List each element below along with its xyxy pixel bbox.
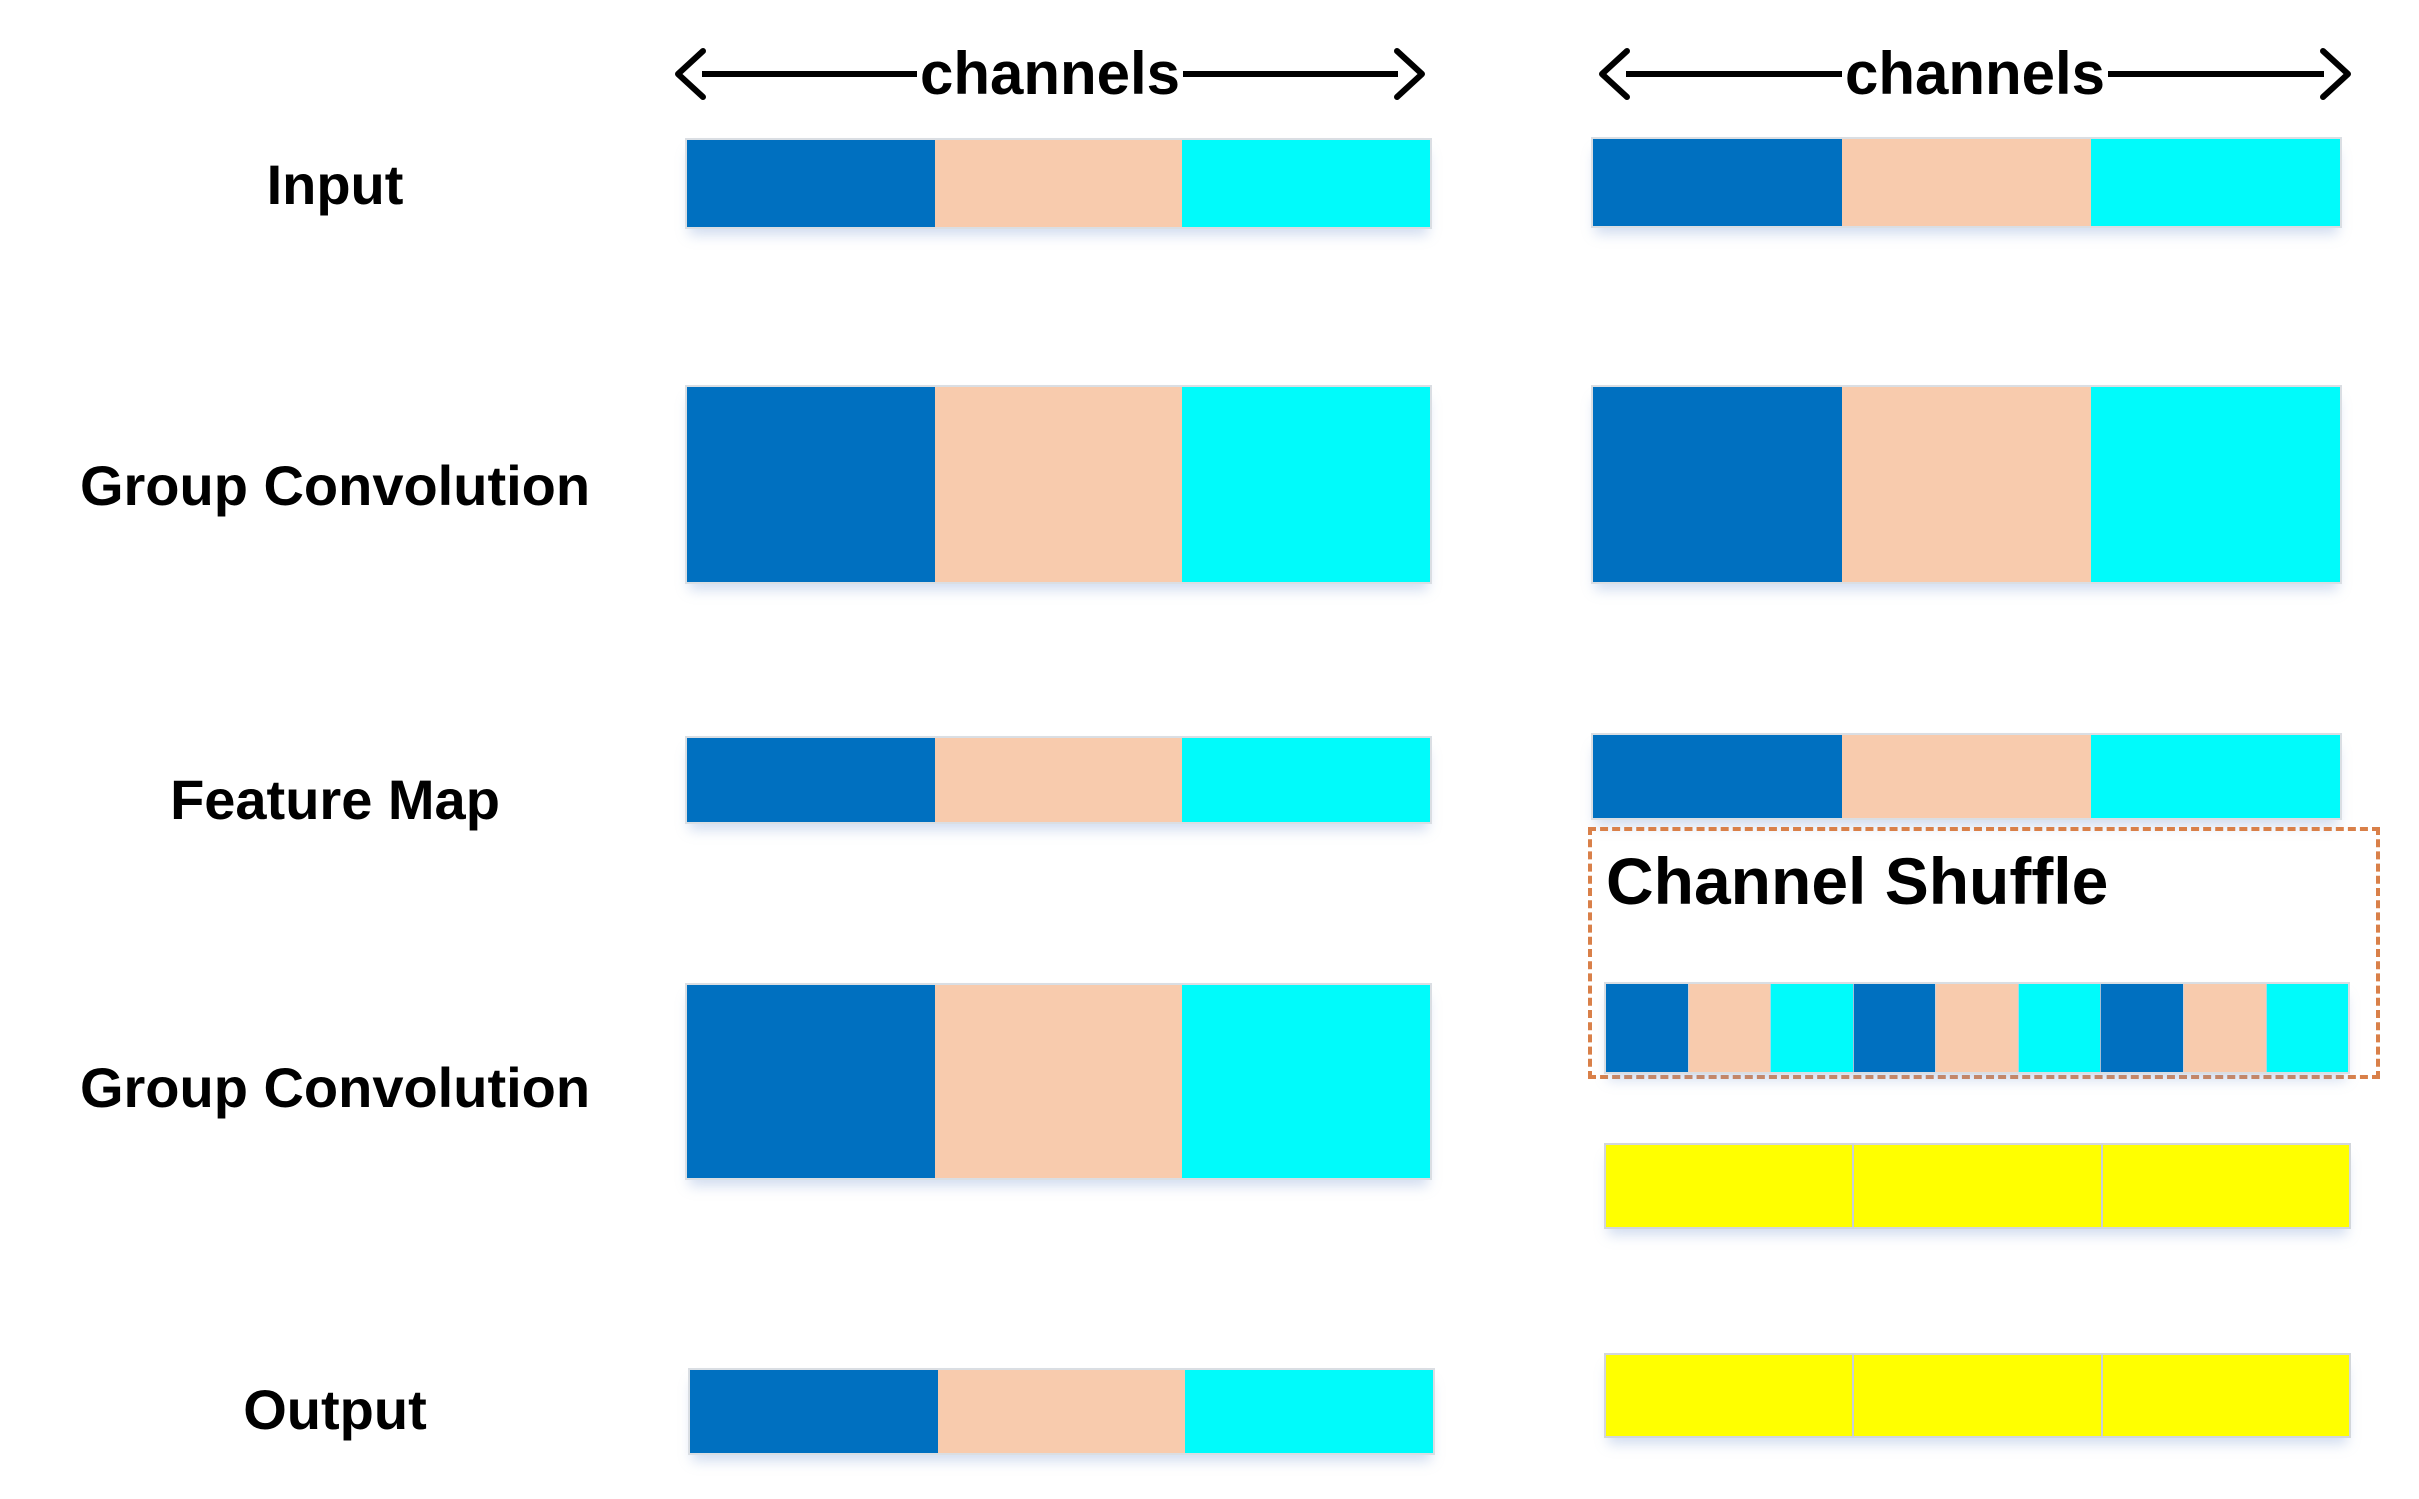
after-shuffle-bar xyxy=(1604,1143,2351,1229)
shuffled-channels-bar xyxy=(1604,982,2350,1074)
arrowhead-right-icon xyxy=(2320,48,2352,100)
blue-channel-segment xyxy=(1852,984,1936,1072)
arrowhead-left-icon xyxy=(675,48,706,100)
cyan-channel-segment xyxy=(1182,387,1431,582)
blue-channel-segment xyxy=(687,985,935,1178)
cyan-channel-segment xyxy=(2017,984,2101,1072)
peach-channel-segment xyxy=(1842,139,2091,226)
peach-channel-segment xyxy=(934,387,1183,582)
cyan-channel-segment xyxy=(1182,738,1431,822)
cyan-channel-segment xyxy=(1182,140,1431,227)
right-output-bar xyxy=(1604,1353,2351,1438)
peach-channel-segment xyxy=(1842,735,2091,818)
left-feature-map-bar xyxy=(685,736,1432,824)
blue-channel-segment xyxy=(687,387,935,582)
peach-channel-segment xyxy=(1687,984,1771,1072)
arrow-shaft xyxy=(702,71,917,77)
right-group-convolution-bar xyxy=(1591,385,2342,584)
channels-arrow-left: channels xyxy=(672,30,1428,118)
row-label-feature-map: Feature Map xyxy=(170,768,500,831)
peach-channel-segment xyxy=(1935,984,2018,1072)
peach-channel-segment xyxy=(934,985,1183,1178)
cyan-channel-segment xyxy=(1770,984,1853,1072)
blue-channel-segment xyxy=(1593,139,1842,226)
peach-channel-segment xyxy=(1842,387,2091,582)
right-input-bar xyxy=(1591,137,2342,228)
left-input-bar xyxy=(685,138,1432,229)
row-label-output: Output xyxy=(243,1378,427,1441)
cyan-channel-segment xyxy=(2091,139,2340,226)
peach-channel-segment xyxy=(934,738,1183,822)
yellow-channel-segment xyxy=(1852,1145,2101,1227)
cyan-channel-segment xyxy=(2265,984,2349,1072)
channels-label-left: channels xyxy=(919,40,1181,107)
channel-shuffle-box: Channel Shuffle xyxy=(1588,827,2380,1079)
yellow-channel-segment xyxy=(1606,1355,1853,1436)
channels-arrow-right: channels xyxy=(1596,30,2354,118)
peach-channel-segment xyxy=(937,1370,1186,1453)
blue-channel-segment xyxy=(690,1370,938,1453)
arrow-shaft xyxy=(1626,71,1842,77)
left-group-convolution-1-bar xyxy=(685,385,1432,584)
cyan-channel-segment xyxy=(1182,985,1431,1178)
row-label-input: Input xyxy=(266,153,404,216)
peach-channel-segment xyxy=(2182,984,2266,1072)
channels-label-right: channels xyxy=(1844,40,2106,107)
blue-channel-segment xyxy=(687,140,935,227)
row-label-group-convolution-2: Group Convolution xyxy=(79,1056,591,1119)
yellow-channel-segment xyxy=(1606,1145,1853,1227)
yellow-channel-segment xyxy=(2100,1355,2349,1436)
blue-channel-segment xyxy=(687,738,935,822)
right-feature-map-bar xyxy=(1591,733,2342,820)
blue-channel-segment xyxy=(1593,387,1842,582)
yellow-channel-segment xyxy=(1852,1355,2101,1436)
cyan-channel-segment xyxy=(1185,1370,1434,1453)
peach-channel-segment xyxy=(934,140,1183,227)
blue-channel-segment xyxy=(1606,984,1688,1072)
cyan-channel-segment xyxy=(2091,387,2340,582)
arrow-shaft xyxy=(2108,71,2325,77)
arrow-shaft xyxy=(1183,71,1399,77)
yellow-channel-segment xyxy=(2100,1145,2349,1227)
blue-channel-segment xyxy=(1593,735,1842,818)
channel-shuffle-label: Channel Shuffle xyxy=(1606,844,2109,918)
arrowhead-right-icon xyxy=(1394,48,1426,100)
blue-channel-segment xyxy=(2100,984,2183,1072)
arrowhead-left-icon xyxy=(1599,48,1630,100)
cyan-channel-segment xyxy=(2091,735,2340,818)
left-output-bar xyxy=(688,1368,1435,1455)
row-label-group-convolution-1: Group Convolution xyxy=(79,454,591,517)
left-group-convolution-2-bar xyxy=(685,983,1432,1180)
